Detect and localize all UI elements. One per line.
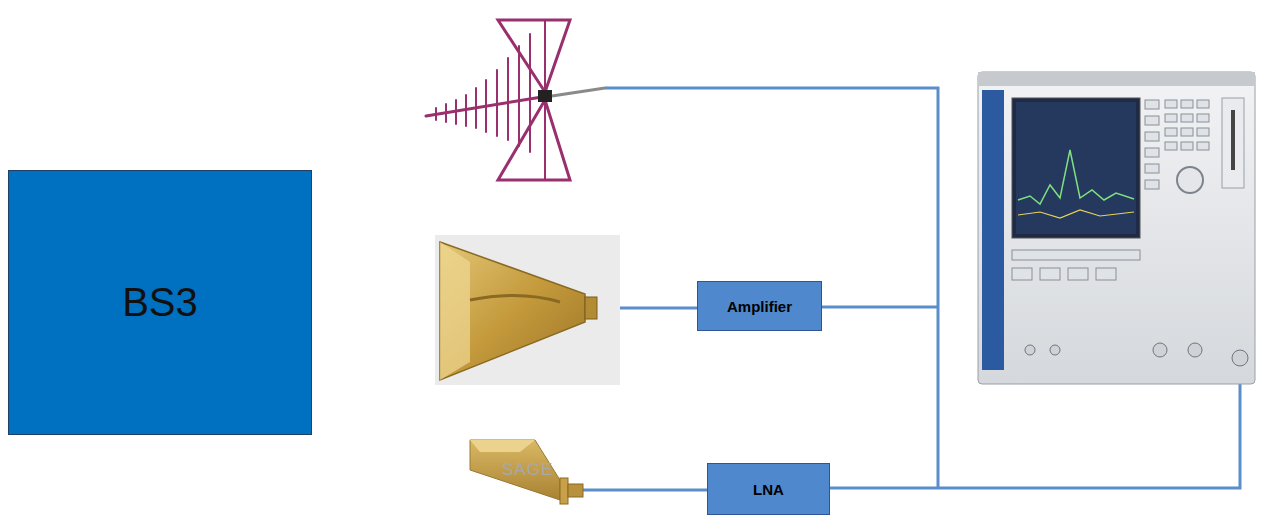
antenna-feed	[538, 90, 552, 102]
node-label: LNA	[753, 481, 784, 498]
cable	[822, 306, 938, 309]
logo-text: SAGE	[502, 460, 553, 480]
lna-box: LNA	[707, 463, 830, 515]
node-label: BS3	[122, 280, 198, 325]
horn-antenna	[435, 235, 620, 385]
spectrum-analyzer	[978, 72, 1255, 384]
feed-cable	[552, 88, 605, 96]
cable	[583, 489, 707, 492]
log-periodic-antenna	[426, 20, 570, 180]
cable	[830, 368, 1240, 488]
node-label: Amplifier	[727, 298, 792, 315]
amplifier-box: Amplifier	[697, 281, 822, 331]
small-horn-antenna	[470, 440, 583, 504]
cable	[605, 88, 938, 488]
base-station-box: BS3	[8, 170, 312, 435]
